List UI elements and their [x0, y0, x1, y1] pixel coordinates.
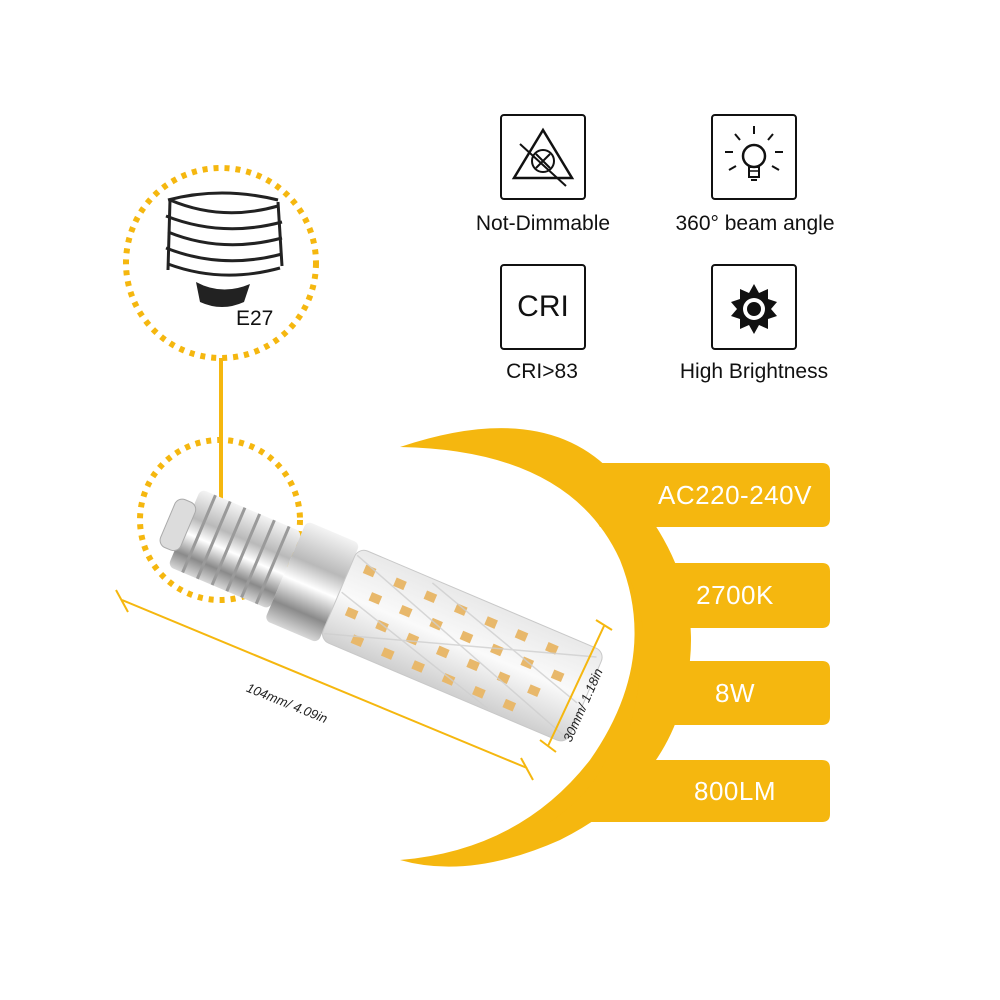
- zoom-circle-top: [123, 165, 319, 361]
- spec-wattage: 8W: [715, 678, 755, 708]
- thread-base: [196, 282, 250, 307]
- dimension-lines: [115, 589, 613, 781]
- sun-brightness-icon: [711, 264, 797, 350]
- feature-high-brightness-label: High Brightness: [679, 360, 829, 383]
- bulb-body: [159, 490, 603, 742]
- cri-icon-text: CRI: [517, 290, 569, 323]
- bulb-rays-icon: [711, 114, 797, 200]
- cri-icon: CRI: [500, 264, 586, 350]
- yellow-crescent: [400, 428, 691, 867]
- spec-color-temperature: 2700K: [696, 580, 774, 610]
- feature-beam-angle-label: 360° beam angle: [675, 212, 835, 235]
- feature-cri-label: CRI>83: [506, 360, 578, 383]
- zoom-circle-base: [137, 437, 303, 603]
- spec-voltage: AC220-240V: [658, 480, 812, 510]
- feature-not-dimmable-label: Not-Dimmable: [475, 212, 611, 235]
- base-type-label: E27: [236, 307, 274, 330]
- spec-lumens: 800LM: [694, 776, 776, 806]
- not-dimmable-icon: [500, 114, 586, 200]
- thread-drawing-icon: [165, 191, 284, 277]
- spec-panels: [522, 463, 830, 822]
